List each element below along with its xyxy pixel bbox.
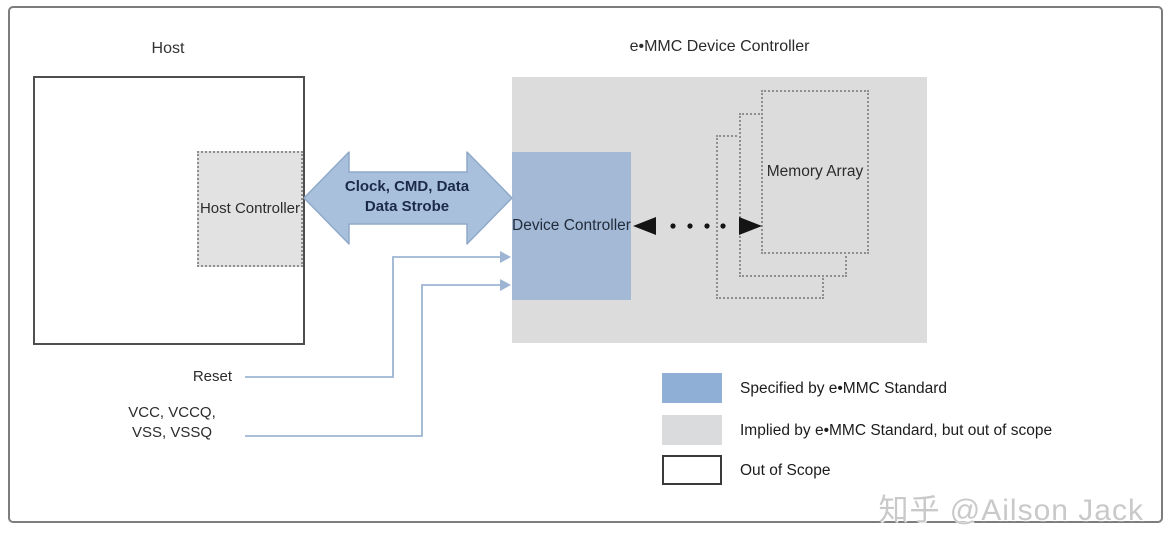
bus-label-line1: Clock, CMD, Data [344, 178, 470, 195]
legend-swatch-specified [662, 373, 722, 403]
device-controller-box: Device Controller [512, 152, 631, 300]
host-controller-label: Host Controller [199, 200, 301, 218]
emmc-title: e•MMC Device Controller [629, 38, 810, 55]
watermark: 知乎 @Ailson Jack [878, 494, 1144, 527]
bus-label: Clock, CMD, Data Data Strobe [315, 177, 499, 217]
legend-label-specified: Specified by e•MMC Standard [740, 380, 948, 397]
memory-array-label: Memory Array [766, 162, 864, 180]
bus-label-line2: Data Strobe [364, 198, 450, 215]
power-label: VCC, VCCQ, VSS, VSSQ [107, 403, 237, 443]
bus-arrow-shape [303, 151, 513, 245]
legend-swatch-out-of-scope [662, 455, 722, 485]
legend-label-implied: Implied by e•MMC Standard, but out of sc… [740, 422, 1053, 439]
host-controller-box: Host Controller [197, 151, 303, 267]
device-controller-label: Device Controller [512, 216, 631, 234]
legend-swatch-implied [662, 415, 722, 445]
legend-label-out-of-scope: Out of Scope [740, 462, 831, 479]
power-label-line2: VSS, VSSQ [131, 424, 213, 441]
reset-label: Reset [192, 368, 232, 385]
power-label-line1: VCC, VCCQ, [128, 404, 216, 421]
memory-box-front: Memory Array [761, 90, 869, 254]
bidirectional-bus-arrow-icon [303, 151, 513, 245]
host-title: Host [151, 40, 185, 57]
